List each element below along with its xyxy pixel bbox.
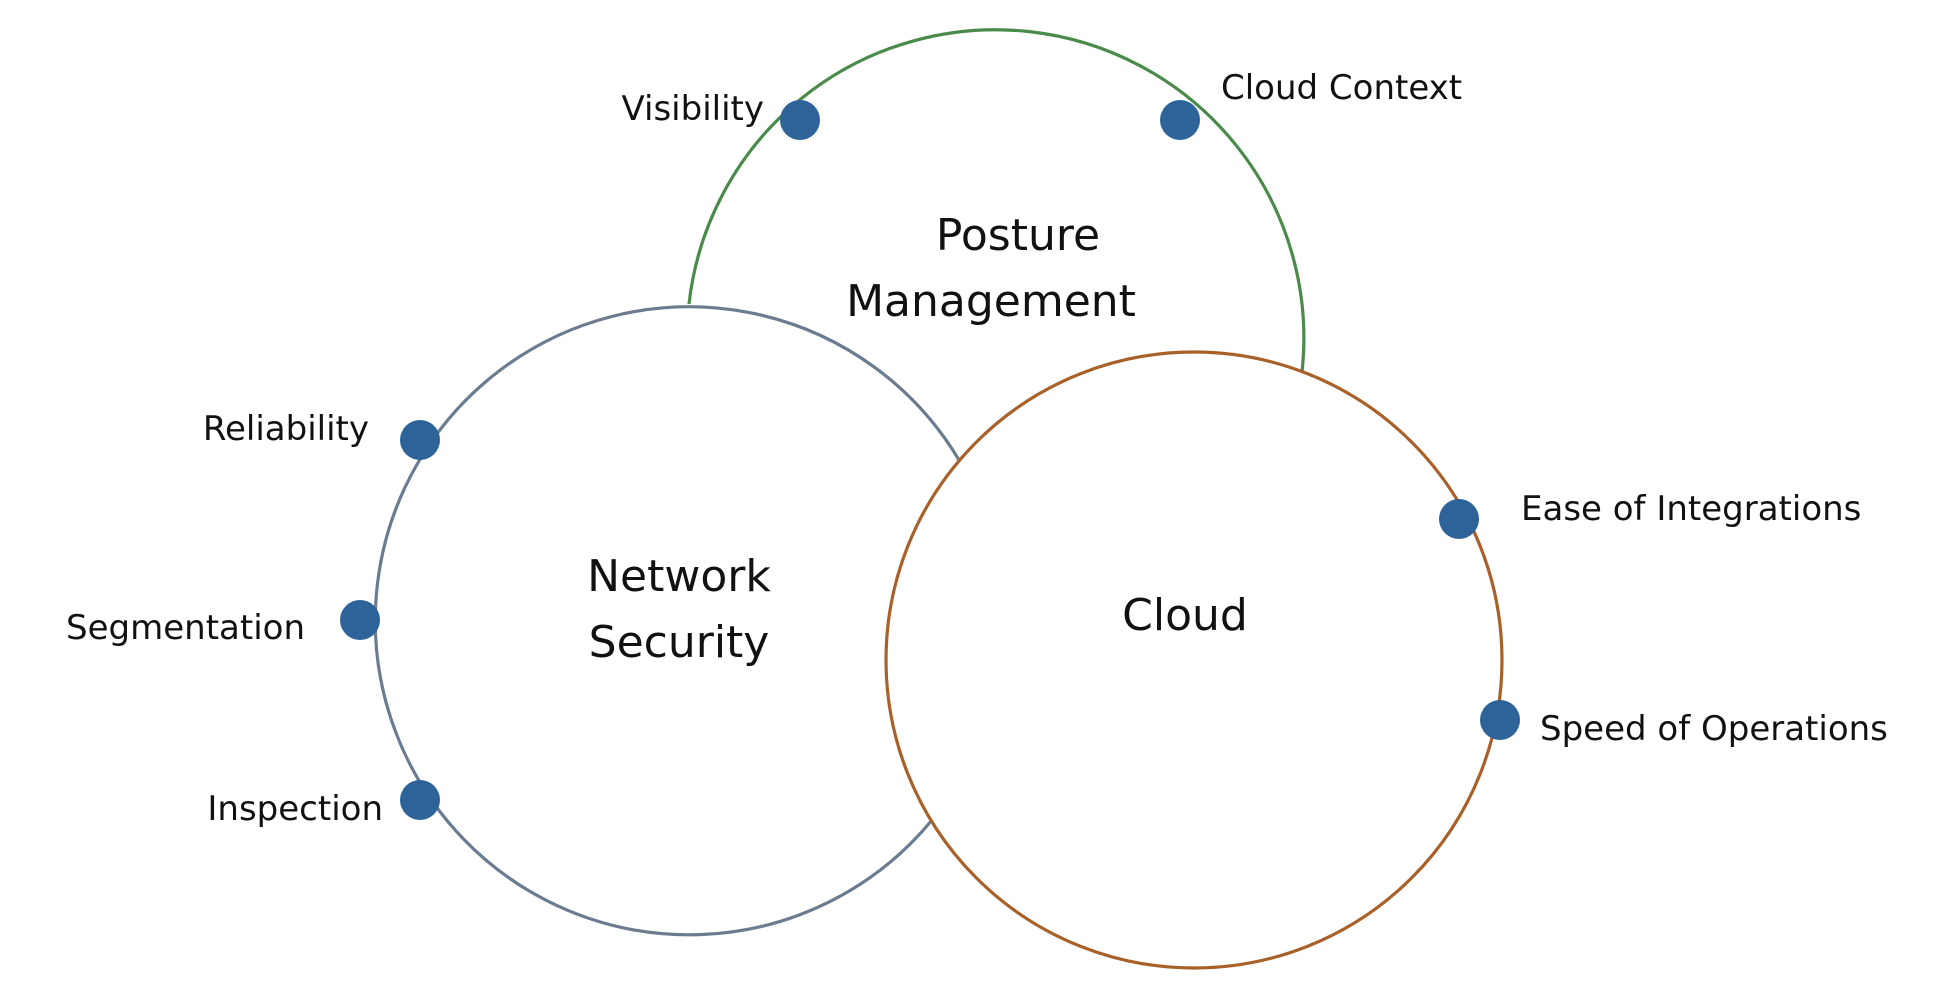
speed-of-operations-label: Speed of Operations <box>1540 709 1888 749</box>
network-security-circle <box>373 305 961 937</box>
ease-of-integrations-label: Ease of Integrations <box>1521 489 1861 529</box>
cloud-context-label: Cloud Context <box>1221 68 1462 108</box>
network-security-title-line1: Network <box>587 551 771 602</box>
posture-management-title-line1: Posture <box>936 210 1100 261</box>
cloud-title: Cloud <box>1122 590 1248 641</box>
network-security-title-line2: Security <box>589 617 770 668</box>
inspection-marker <box>400 780 440 820</box>
cloud-context-marker <box>1160 100 1200 140</box>
ease-of-integrations-marker <box>1439 499 1479 539</box>
visibility-marker <box>780 100 820 140</box>
reliability-label: Reliability <box>203 409 369 449</box>
visibility-label: Visibility <box>622 89 765 129</box>
segmentation-label: Segmentation <box>66 608 305 648</box>
reliability-marker <box>400 420 440 460</box>
cloud-circle <box>884 350 1504 970</box>
inspection-label: Inspection <box>207 789 383 829</box>
segmentation-marker <box>340 600 380 640</box>
speed-of-operations-marker <box>1480 700 1520 740</box>
posture-management-circle <box>687 28 1306 373</box>
posture-management-title-line2: Management <box>846 276 1136 327</box>
